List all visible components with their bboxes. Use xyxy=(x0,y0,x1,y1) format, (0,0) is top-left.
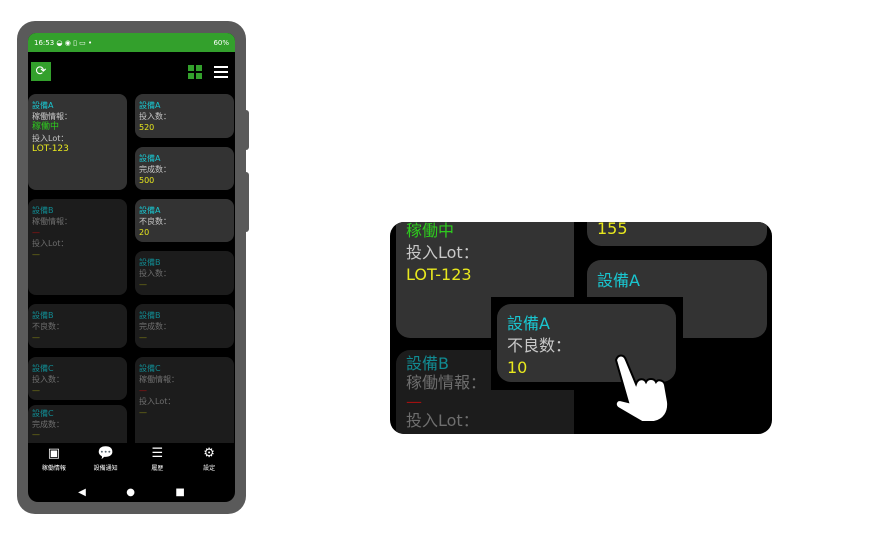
tap-hand-icon xyxy=(614,354,670,423)
card-label: 投入数： xyxy=(139,269,171,278)
nav-label: 設定 xyxy=(203,465,216,472)
zoom-top-value: 155 xyxy=(597,222,628,238)
bottom-nav: ▣ 稼働情報 💬 設備通知 ☰ 履歴 ⚙ 設定 xyxy=(28,443,235,483)
card-b-input[interactable]: 設備B 投入数： — xyxy=(135,251,234,295)
card-title: 設備C xyxy=(32,364,54,373)
card-value: 500 xyxy=(139,176,155,185)
card-title: 設備A xyxy=(139,154,161,163)
card-value: — xyxy=(139,386,147,395)
popup-title: 設備A xyxy=(507,314,550,333)
card-label: 稼働情報： xyxy=(32,217,72,226)
card-label: 完成数： xyxy=(139,165,171,174)
phone-screen: 16:53 ◒ ◉ ▯ ▭ • 60% ⟳ 設備A 稼働情報： 稼働中 投入Lo… xyxy=(28,33,235,502)
card-label: 不良数： xyxy=(32,322,64,331)
volume-button xyxy=(244,110,249,150)
status-time: 16:53 xyxy=(34,38,55,47)
zoom-lot-value: LOT-123 xyxy=(406,265,472,284)
card-b-complete[interactable]: 設備B 完成数： — xyxy=(135,304,234,348)
nav-label: 設備通知 xyxy=(93,465,118,472)
card-b-defect[interactable]: 設備B 不良数： — xyxy=(28,304,127,348)
battery-text: 60% xyxy=(213,38,229,47)
card-title: 設備B xyxy=(139,311,161,320)
popup-card-a-defect[interactable]: 設備A 不良数： 10 xyxy=(497,304,676,382)
card-title: 設備B xyxy=(32,206,54,215)
card-value: — xyxy=(32,430,40,439)
card-value: — xyxy=(32,228,40,237)
popup-value: 10 xyxy=(507,358,528,377)
card-label: 完成数： xyxy=(139,322,171,331)
card-value: — xyxy=(139,408,147,417)
zoom-callout: 稼働中 投入Lot： LOT-123 155 設備A 設備B 稼働情報： — 投… xyxy=(390,222,772,434)
back-icon[interactable]: ◀ xyxy=(78,487,86,498)
zoom-lot-label: 投入Lot： xyxy=(406,243,479,262)
card-a-input[interactable]: 設備A 投入数： 520 xyxy=(135,94,234,138)
card-title: 設備A xyxy=(139,101,161,110)
status-bar: 16:53 ◒ ◉ ▯ ▭ • 60% xyxy=(28,33,235,52)
nav-status[interactable]: ▣ 稼働情報 xyxy=(28,443,80,483)
nav-label: 稼働情報 xyxy=(41,465,66,472)
grid-icon[interactable] xyxy=(188,65,202,79)
card-c-status[interactable]: 設備C 稼働情報： — 投入Lot： — xyxy=(135,357,234,453)
chat-icon: 💬 xyxy=(97,446,114,461)
card-title: 設備C xyxy=(139,364,161,373)
card-a-defect[interactable]: 設備A 不良数： 20 xyxy=(135,199,234,242)
card-value: LOT-123 xyxy=(32,144,69,154)
power-button xyxy=(244,172,249,232)
monitor-icon: ▣ xyxy=(47,446,61,461)
card-a-status[interactable]: 設備A 稼働情報： 稼働中 投入Lot： LOT-123 xyxy=(28,94,127,190)
card-title: 設備A xyxy=(32,101,54,110)
card-value: — xyxy=(139,333,147,342)
card-title: 設備B xyxy=(139,258,161,267)
card-value: 20 xyxy=(139,228,150,237)
system-nav: ◀ ● ■ xyxy=(28,483,235,502)
card-label: 不良数： xyxy=(139,217,171,226)
nav-history[interactable]: ☰ 履歴 xyxy=(132,443,184,483)
zoom-card-label: 稼働情報： xyxy=(406,373,487,392)
popup-label: 不良数： xyxy=(507,336,572,355)
card-value: 520 xyxy=(139,123,155,132)
card-a-complete[interactable]: 設備A 完成数： 500 xyxy=(135,147,234,190)
zoom-card-title: 設備B xyxy=(406,354,449,373)
card-value: — xyxy=(32,333,40,342)
card-value: — xyxy=(32,386,40,395)
card-value: — xyxy=(32,250,40,259)
card-value: — xyxy=(139,280,147,289)
card-title: 設備A xyxy=(139,206,161,215)
card-label: 投入数： xyxy=(139,112,171,121)
status-icons: ◒ ◉ ▯ ▭ • xyxy=(56,38,93,47)
card-c-input[interactable]: 設備C 投入数： — xyxy=(28,357,127,400)
zoom-card-title: 設備A xyxy=(597,271,640,290)
card-title: 設備B xyxy=(32,311,54,320)
card-label: 投入Lot： xyxy=(32,134,69,143)
nav-notification[interactable]: 💬 設備通知 xyxy=(80,443,132,483)
card-label: 稼働情報： xyxy=(139,375,179,384)
card-label: 投入Lot： xyxy=(139,397,176,406)
zoom-card-top: 155 xyxy=(587,222,767,246)
card-label: 投入Lot： xyxy=(32,239,69,248)
card-label: 投入数： xyxy=(32,375,64,384)
refresh-icon[interactable]: ⟳ xyxy=(31,62,51,81)
nav-label: 履歴 xyxy=(151,465,164,472)
home-icon[interactable]: ● xyxy=(126,487,135,498)
list-icon: ☰ xyxy=(151,446,164,461)
card-title: 設備C xyxy=(32,409,54,418)
zoom-status-value: 稼働中 xyxy=(406,222,455,240)
menu-icon[interactable] xyxy=(214,66,228,78)
card-value: 稼働中 xyxy=(32,122,60,132)
nav-settings[interactable]: ⚙ 設定 xyxy=(183,443,235,483)
gear-icon: ⚙ xyxy=(203,446,215,461)
card-b-status[interactable]: 設備B 稼働情報： — 投入Lot： — xyxy=(28,199,127,295)
card-label: 稼働情報： xyxy=(32,112,72,121)
zoom-card-value: — xyxy=(406,392,422,411)
card-label: 完成数： xyxy=(32,419,64,429)
zoom-card-label: 投入Lot： xyxy=(406,411,479,430)
recents-icon[interactable]: ■ xyxy=(175,487,185,498)
